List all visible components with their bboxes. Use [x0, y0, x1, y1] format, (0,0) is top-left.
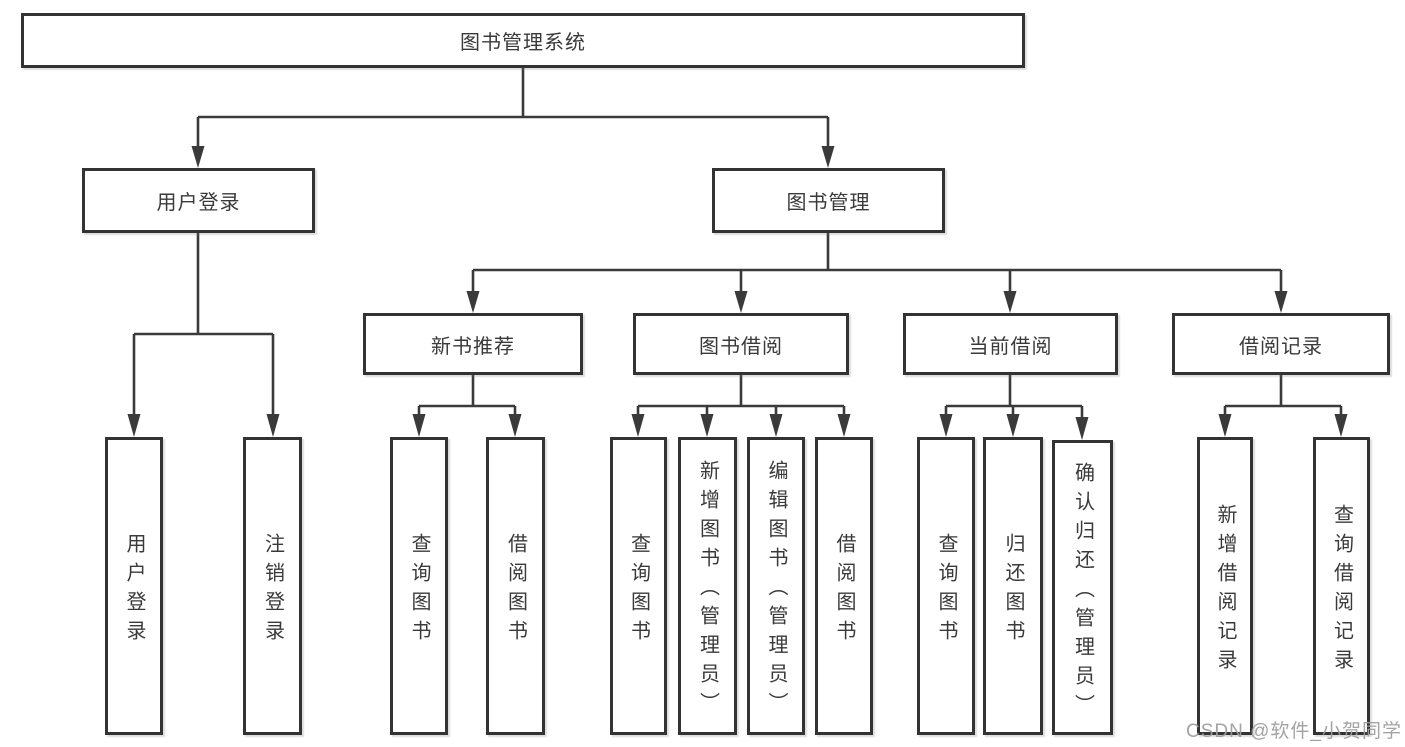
- leaf-query-books-borrowing: 查询图书: [610, 437, 667, 735]
- leaf-add-borrow-record: 新增借阅记录: [1197, 437, 1253, 735]
- leaf-query-books-current: 查询图书: [917, 437, 975, 735]
- node-new-book-recommend: 新书推荐: [363, 313, 583, 375]
- node-current-borrowing: 当前借阅: [903, 313, 1118, 375]
- leaf-query-books-recommend-label: 查询图书: [408, 532, 430, 649]
- node-current-borrowing-label: 当前借阅: [968, 335, 1053, 358]
- node-book-borrowing: 图书借阅: [633, 313, 849, 375]
- node-borrowing-records: 借阅记录: [1172, 313, 1390, 375]
- node-book-management-label: 图书管理: [786, 192, 871, 214]
- node-user-login-label: 用户登录: [156, 192, 241, 214]
- leaf-query-books-borrowing-label: 查询图书: [627, 532, 650, 649]
- leaf-logout: 注销登录: [243, 437, 302, 735]
- leaf-borrow-books-borrowing-label: 借阅图书: [833, 532, 855, 649]
- node-root-system: 图书管理系统: [21, 13, 1025, 68]
- csdn-watermark: CSDN @软件_小贺同学: [1186, 721, 1402, 742]
- leaf-user-login-label: 用户登录: [123, 532, 145, 649]
- leaf-add-borrow-record-label: 新增借阅记录: [1214, 503, 1236, 678]
- node-user-login: 用户登录: [82, 168, 315, 233]
- node-book-management: 图书管理: [712, 168, 945, 233]
- leaf-query-books-current-label: 查询图书: [935, 532, 957, 649]
- leaf-query-borrow-record-label: 查询借阅记录: [1330, 503, 1353, 678]
- leaf-borrow-books-borrowing: 借阅图书: [815, 437, 873, 735]
- leaf-confirm-return-admin-label: 确认归还（管理员）: [1071, 461, 1094, 723]
- leaf-add-book-admin-label: 新增图书（管理员）: [696, 460, 719, 721]
- leaf-logout-label: 注销登录: [261, 532, 284, 649]
- node-borrowing-records-label: 借阅记录: [1239, 335, 1323, 358]
- leaf-query-borrow-record: 查询借阅记录: [1313, 437, 1370, 735]
- leaf-borrow-books-recommend: 借阅图书: [486, 437, 545, 735]
- node-root-label: 图书管理系统: [460, 32, 586, 54]
- leaf-query-books-recommend: 查询图书: [390, 437, 448, 735]
- leaf-edit-book-admin-label: 编辑图书（管理员）: [765, 460, 787, 721]
- node-book-borrowing-label: 图书借阅: [699, 335, 783, 358]
- leaf-add-book-admin: 新增图书（管理员）: [678, 437, 737, 735]
- leaf-user-login: 用户登录: [105, 437, 163, 735]
- leaf-return-books-label: 归还图书: [1002, 532, 1024, 649]
- leaf-confirm-return-admin: 确认归还（管理员）: [1052, 440, 1113, 735]
- leaf-edit-book-admin: 编辑图书（管理员）: [747, 437, 805, 735]
- node-new-book-recommend-label: 新书推荐: [431, 335, 515, 358]
- leaf-return-books: 归还图书: [983, 437, 1043, 735]
- leaf-borrow-books-recommend-label: 借阅图书: [504, 532, 527, 649]
